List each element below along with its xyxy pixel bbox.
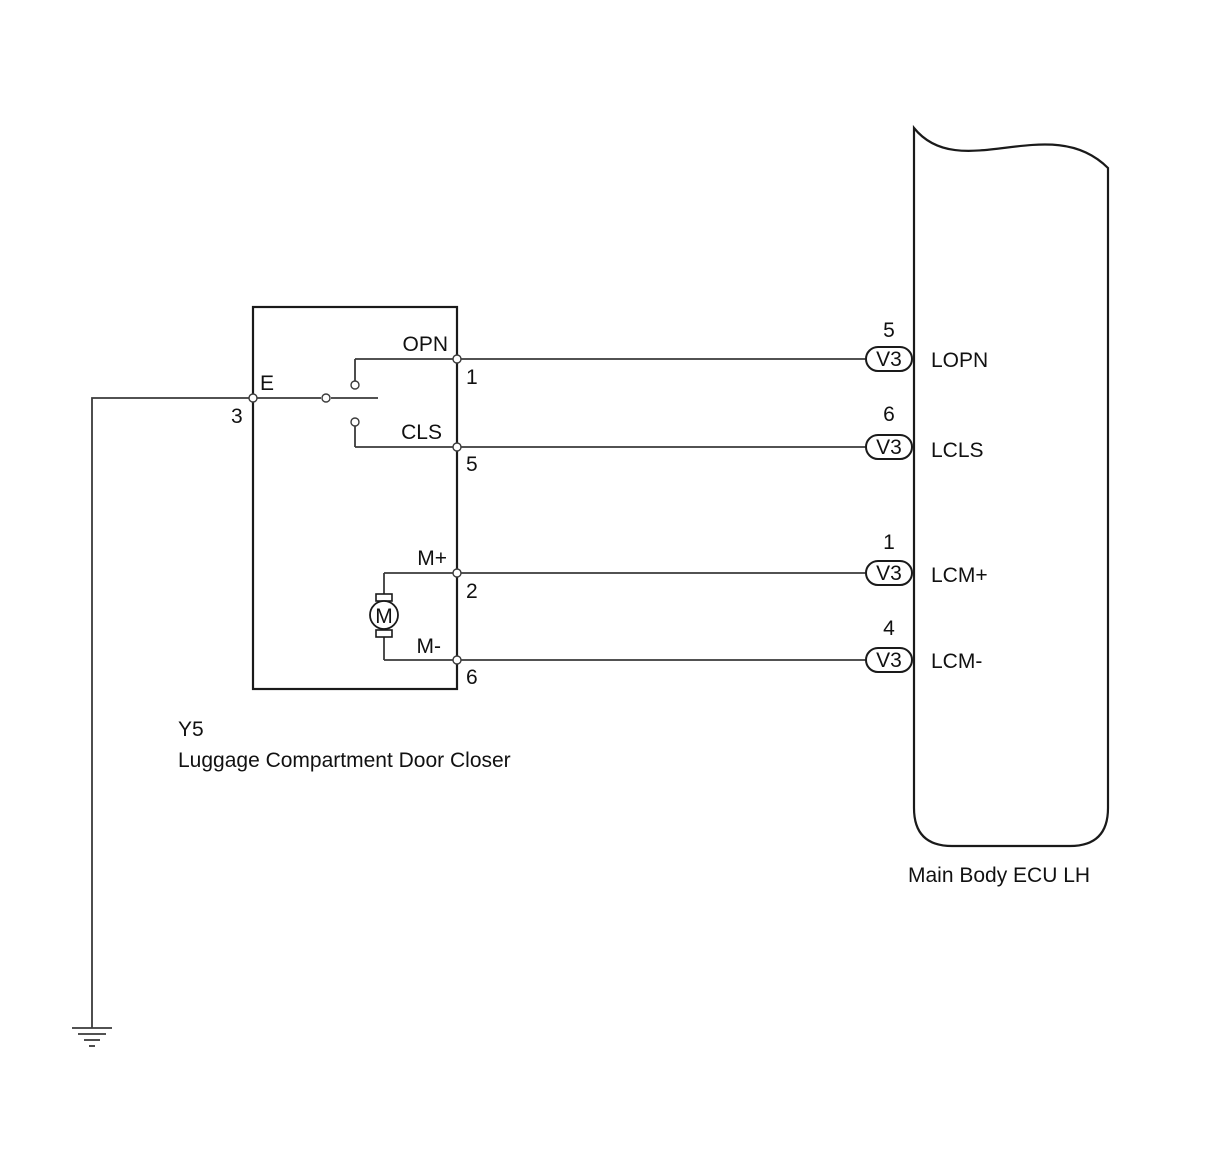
connector-lcls [865,434,913,460]
motor-icon [369,572,457,661]
connector-code-lcmplus: V3 [876,562,902,585]
ecu-pin-label-lopn: LOPN [931,349,988,372]
terminal-mminus [452,655,462,665]
ecu-pin-label-lcls: LCLS [931,439,984,462]
component-name: Luggage Compartment Door Closer [178,749,511,772]
pin-number-mminus: 6 [466,666,478,689]
connector-lcmminus [865,647,913,673]
ecu-pin-label-lcmplus: LCM+ [931,564,988,587]
pin-number-cls: 5 [466,453,478,476]
ecu-pin-number-lcmplus: 1 [883,531,895,554]
connector-lcmplus [865,560,913,586]
terminal-e [248,393,258,403]
terminal-cls [452,442,462,452]
pin-label-mminus: M- [417,635,442,658]
ecu-pin-number-lcmminus: 4 [883,617,895,640]
terminal-opn [452,354,462,364]
ground-pin-number: 3 [231,405,243,428]
ecu-pin-number-lopn: 5 [883,319,895,342]
connector-code-lcmminus: V3 [876,649,902,672]
pin-number-mplus: 2 [466,580,478,603]
pin-number-opn: 1 [466,366,478,389]
connector-lopn [865,346,913,372]
ground-pin-label: E [260,372,274,395]
ecu-pin-label-lcmminus: LCM- [931,650,982,673]
component-code: Y5 [178,718,204,741]
connector-code-lcls: V3 [876,436,902,459]
ground-icon [72,1027,112,1047]
ecu-body [912,124,1110,848]
connector-code-lopn: V3 [876,348,902,371]
ecu-pin-number-lcls: 6 [883,403,895,426]
terminal-mplus [452,568,462,578]
pin-label-opn: OPN [402,333,448,356]
switch-icon [253,358,457,448]
pin-label-cls: CLS [401,421,442,444]
motor-label: M [375,605,393,628]
pin-label-mplus: M+ [417,547,447,570]
ecu-name: Main Body ECU LH [908,864,1090,887]
component-box [251,305,459,691]
ground-wire [91,397,253,1028]
